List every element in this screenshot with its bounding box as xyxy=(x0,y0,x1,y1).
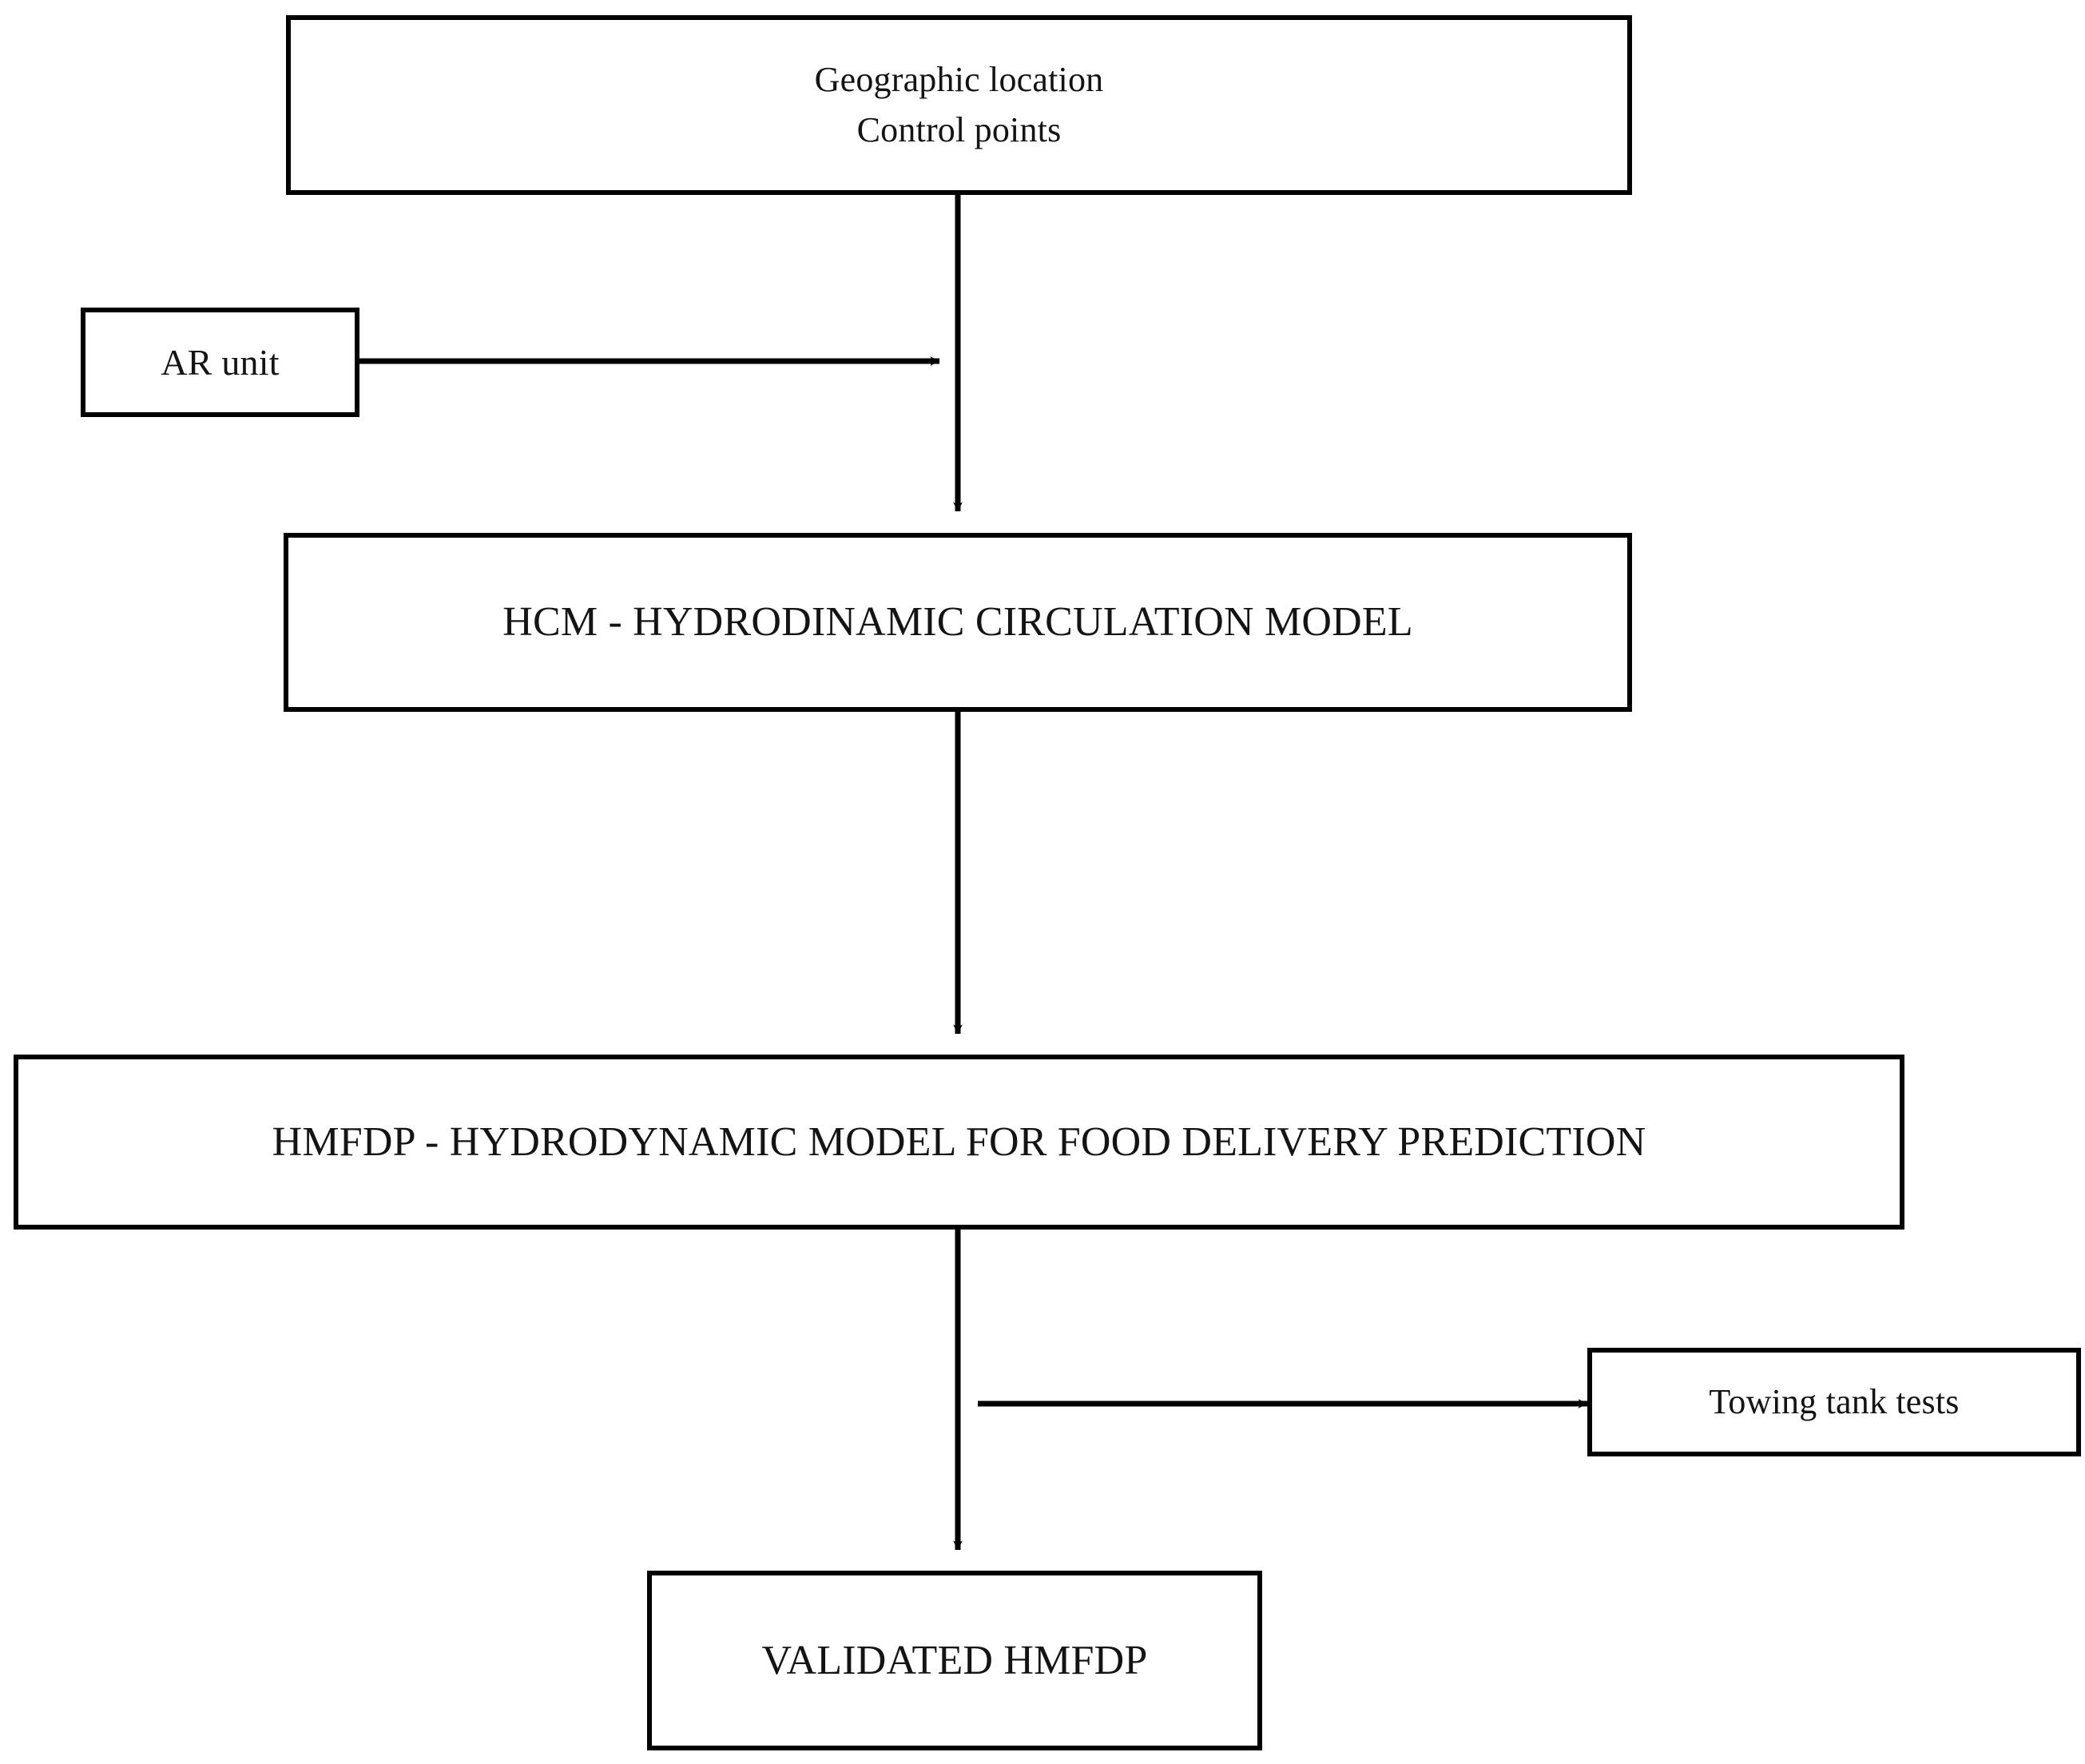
node-hcm[interactable]: HCM - HYDRODINAMIC CIRCULATION MODEL xyxy=(284,533,1632,712)
node-validated-hmfdp[interactable]: VALIDATED HMFDP xyxy=(647,1571,1262,1750)
node-hmfdp-label: HMFDP - HYDRODYNAMIC MODEL FOR FOOD DELI… xyxy=(272,1118,1646,1165)
node-hcm-label: HCM - HYDRODINAMIC CIRCULATION MODEL xyxy=(502,599,1413,646)
node-geographic-location[interactable]: Geographic location Control points xyxy=(286,15,1632,195)
node-validated-hmfdp-label: VALIDATED HMFDP xyxy=(761,1637,1148,1683)
node-ar-unit-label: AR unit xyxy=(161,341,280,383)
node-hmfdp[interactable]: HMFDP - HYDRODYNAMIC MODEL FOR FOOD DELI… xyxy=(14,1055,1904,1230)
node-ar-unit[interactable]: AR unit xyxy=(81,308,359,417)
node-geographic-location-label: Geographic location Control points xyxy=(814,60,1104,149)
node-towing-tank-tests-label: Towing tank tests xyxy=(1709,1381,1960,1421)
node-towing-tank-tests[interactable]: Towing tank tests xyxy=(1587,1348,2081,1456)
